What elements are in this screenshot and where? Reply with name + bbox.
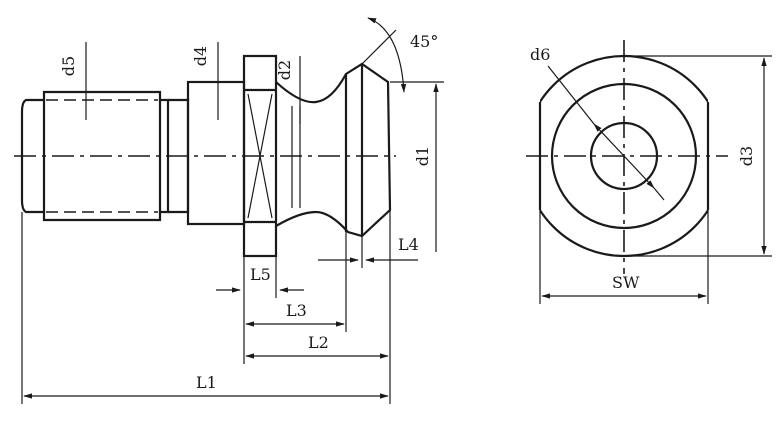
- dim-d5: d5: [59, 42, 87, 120]
- label-d3: d3: [737, 146, 756, 166]
- label-d2: d2: [275, 60, 294, 80]
- label-SW: SW: [612, 273, 640, 292]
- label-d5: d5: [59, 56, 78, 76]
- stud-head: [275, 62, 392, 238]
- dim-L3: L3: [243, 232, 347, 364]
- label-d1: d1: [413, 146, 432, 166]
- neck: [168, 98, 190, 214]
- label-L3: L3: [286, 301, 307, 320]
- dim-L1: L1: [21, 212, 389, 404]
- dim-L2: L2: [245, 210, 391, 404]
- label-L4: L4: [398, 235, 419, 254]
- label-d6: d6: [530, 45, 550, 64]
- label-L5: L5: [250, 265, 271, 284]
- dim-d6: d6: [530, 45, 665, 201]
- dim-SW: SW: [539, 210, 709, 304]
- label-L1: L1: [196, 373, 217, 392]
- dim-angle-45: 45°: [361, 17, 438, 93]
- label-L2: L2: [308, 333, 329, 352]
- shoulder-body: [186, 80, 246, 226]
- dim-d4: d4: [191, 42, 219, 120]
- dim-d1: d1: [390, 81, 444, 252]
- end-view: d6 d3 SW: [526, 40, 772, 304]
- dim-d2: d2: [275, 56, 301, 124]
- side-view: d5 d4 d2 45° d1 L4: [14, 17, 444, 404]
- dim-d3: d3: [626, 55, 772, 257]
- label-angle: 45°: [410, 32, 438, 51]
- dim-L5: L5: [216, 256, 304, 298]
- label-d4: d4: [191, 46, 210, 66]
- dim-L4: L4: [318, 235, 419, 268]
